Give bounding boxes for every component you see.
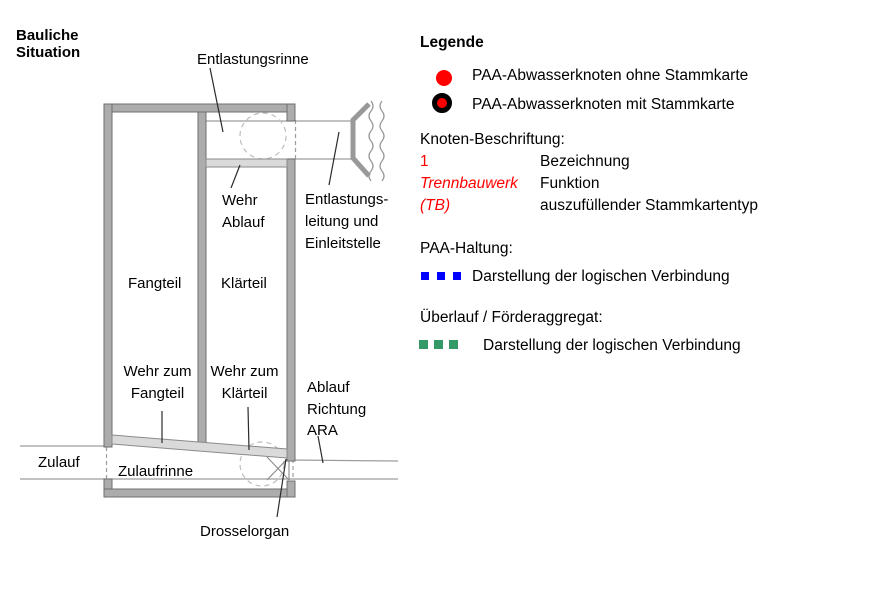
label-entlastungsleitung: Entlastungs- leitung und Einleitstelle	[305, 191, 389, 252]
meaning-funktion: Funktion	[540, 175, 600, 192]
channel-lines	[20, 120, 399, 480]
tank-walls	[103, 103, 296, 498]
label-fangteil: Fangteil	[128, 275, 182, 292]
label-entlastungsrinne: Entlastungsrinne	[197, 51, 309, 68]
meaning-stammkartentyp: auszufüllender Stammkartentyp	[540, 197, 758, 214]
sloped-weir-plate	[111, 434, 288, 459]
divider-wall	[197, 111, 207, 445]
wall-openings	[105, 120, 297, 480]
green-dash-square-icon	[449, 340, 458, 349]
right-wall-bottom	[286, 480, 296, 498]
example-stammkartentyp: (TB)	[420, 197, 451, 214]
leader-lines	[161, 67, 340, 518]
label-drosselorgan: Drosselorgan	[200, 523, 290, 540]
node-with-card-icon	[432, 93, 452, 113]
bottom-wall	[103, 488, 296, 498]
paa-haltung-label: Darstellung der logischen Verbindung	[472, 268, 730, 285]
throttle-node-circle	[239, 441, 285, 487]
label-wehr-zum-klaerteil: Wehr zum Klärteil	[210, 363, 279, 402]
example-bezeichnung: 1	[420, 153, 429, 170]
green-dash-square-icon	[434, 340, 443, 349]
node-circles	[239, 112, 287, 487]
green-dash-square-icon	[419, 340, 428, 349]
outfall-headwall	[350, 102, 371, 178]
label-zulauf: Zulauf	[38, 454, 80, 471]
overflow-node-circle	[239, 112, 287, 160]
ueberlauf-heading: Überlauf / Förderaggregat:	[420, 309, 603, 326]
node-without-card-icon	[436, 70, 452, 86]
label-zulaufrinne: Zulaufrinne	[118, 463, 194, 480]
overflow-weir-plate	[205, 158, 288, 168]
blue-dash-square-icon	[437, 272, 445, 280]
left-wall-upper	[103, 103, 113, 448]
knoten-beschriftung-heading: Knoten-Beschriftung:	[420, 131, 565, 148]
ueberlauf-label: Darstellung der logischen Verbindung	[483, 337, 741, 354]
example-funktion: Trennbauwerk	[420, 175, 518, 192]
label-ablauf-richtung-ara: Ablauf Richtung ARA	[307, 379, 367, 439]
right-wall-middle	[286, 158, 296, 462]
label-klaerteil: Klärteil	[221, 275, 267, 292]
label-wehr-zum-fangteil: Wehr zum Fangteil	[123, 363, 192, 402]
right-wall-top	[286, 103, 296, 122]
blue-dash-square-icon	[453, 272, 461, 280]
diagram-title: Bauliche Situation	[16, 27, 81, 61]
paa-haltung-heading: PAA-Haltung:	[420, 240, 513, 257]
label-wehr-ablauf: Wehr Ablauf	[222, 192, 265, 231]
legend-title: Legende	[420, 34, 484, 51]
meaning-bezeichnung: Bezeichnung	[540, 153, 630, 170]
legend-item-label: PAA-Abwasserknoten mit Stammkarte	[472, 96, 735, 113]
legend-item-label: PAA-Abwasserknoten ohne Stammkarte	[472, 67, 749, 84]
top-wall	[103, 103, 296, 113]
blue-dash-square-icon	[421, 272, 429, 280]
water-waves	[368, 100, 385, 182]
